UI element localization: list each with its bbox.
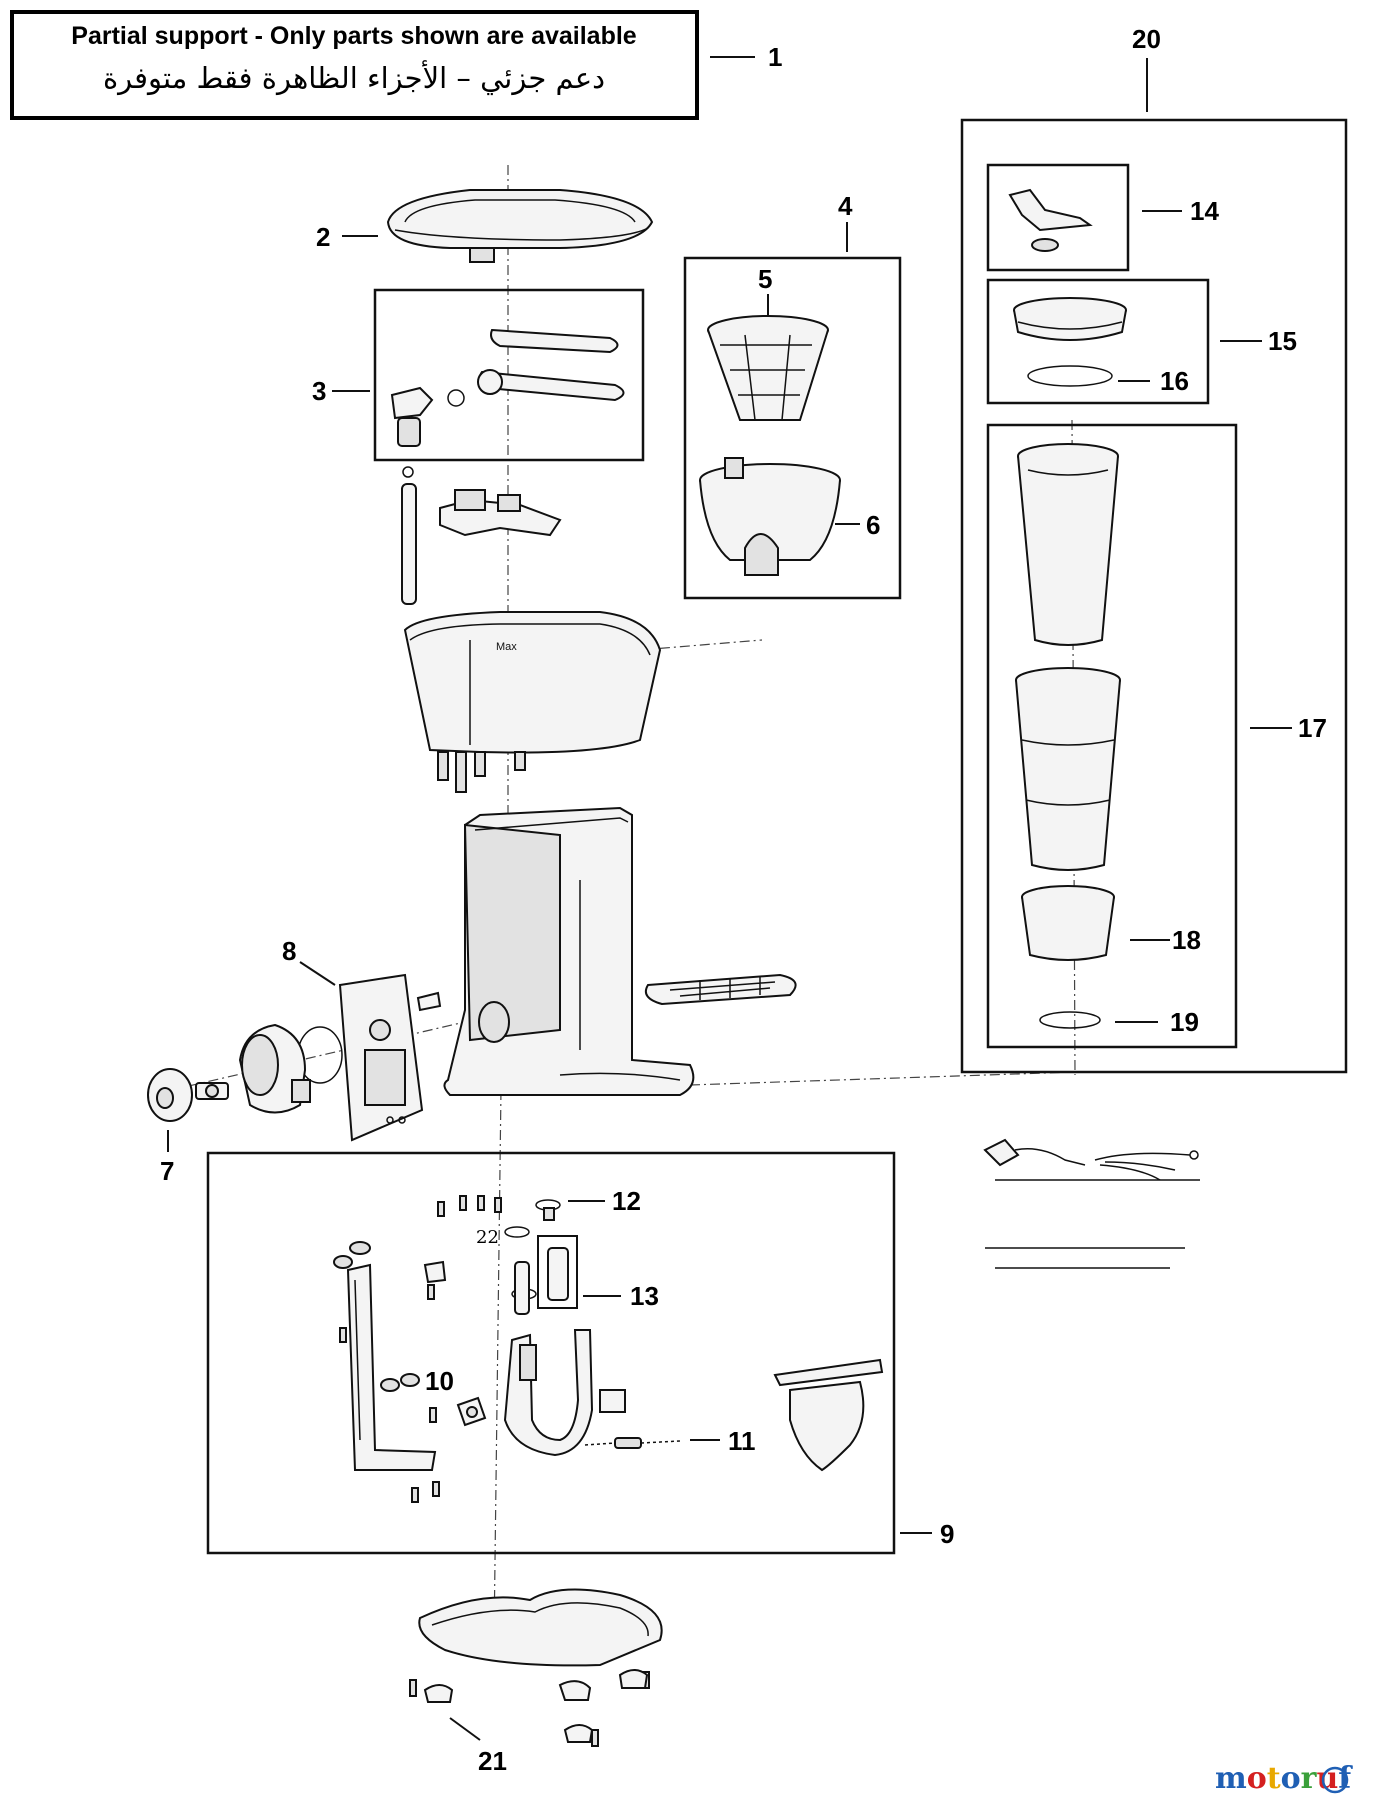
control-knob-part (147, 1068, 193, 1122)
lid-gasket-part (1027, 365, 1113, 387)
main-housing-part (443, 806, 695, 1096)
motoruf-logo: motoruf (1215, 1761, 1353, 1796)
label-16: 16 (1160, 366, 1189, 396)
water-reservoir-part: Max (403, 611, 662, 793)
label-14: 14 (1190, 196, 1219, 226)
box-part-4 (683, 256, 902, 600)
box-part-17 (986, 423, 1238, 1049)
lid-part (386, 189, 654, 263)
label-5: 5 (758, 264, 772, 294)
label-9: 9 (940, 1519, 954, 1549)
box-part-13 (537, 1235, 578, 1309)
flask-base-part (1021, 885, 1115, 961)
label-1: 1 (768, 42, 782, 72)
warming-plate-part (773, 1358, 884, 1472)
box-part-14 (986, 163, 1130, 272)
label-12: 12 (612, 1186, 641, 1216)
label-6: 6 (866, 510, 880, 540)
axis-back-panel (149, 1014, 496, 1096)
leader-8 (299, 961, 336, 986)
flask-lid-part (1013, 297, 1127, 341)
lid-latch-part (1008, 188, 1093, 252)
label-3: 3 (312, 376, 326, 406)
label-19: 19 (1170, 1007, 1199, 1037)
thermal-fuse-part (584, 1437, 681, 1449)
label-13: 13 (630, 1281, 659, 1311)
label-22: 22 (476, 1227, 499, 1248)
travel-flask-part (1017, 443, 1119, 646)
svg-text:motoruf: motoruf (1215, 1761, 1353, 1796)
clip-bracket-part (599, 1389, 626, 1413)
filter-basket-part (707, 315, 829, 421)
spray-arm-part (390, 328, 625, 447)
label-17: 17 (1298, 713, 1327, 743)
notice-arabic: دعم جزئي – الأجزاء الظاهرة فقط متوفرة (103, 59, 605, 96)
notice-english: Partial support - Only parts shown are a… (71, 22, 637, 50)
box-part-20 (960, 118, 1348, 1074)
center-axis-lower (493, 1009, 503, 1641)
flask-sleeve-part (1015, 667, 1121, 871)
label-15: 15 (1268, 326, 1297, 356)
box-part-3 (373, 288, 645, 462)
water-tube-part (401, 466, 417, 605)
drip-tray-part (644, 973, 797, 1006)
label-7: 7 (160, 1156, 174, 1186)
screws-group-part (339, 1195, 502, 1503)
rubber-feet-part (409, 1669, 650, 1747)
label-10: 10 (425, 1366, 454, 1396)
label-4: 4 (838, 191, 853, 221)
label-2: 2 (316, 222, 330, 252)
leader-21 (449, 1717, 481, 1741)
shaft-part (195, 1082, 229, 1100)
switch-panel-part (338, 973, 442, 1142)
box-part-15 (986, 278, 1210, 405)
label-21: 21 (478, 1746, 507, 1776)
box-part-9 (206, 1151, 896, 1555)
filter-holder-part (699, 457, 841, 576)
label-18: 18 (1172, 925, 1201, 955)
valve-bracket-part (439, 489, 562, 537)
label-20: 20 (1132, 24, 1161, 54)
thermostat-part (456, 1396, 487, 1427)
base-ring-part (1039, 1011, 1101, 1029)
heater-unit-part (238, 1023, 311, 1114)
label-11: 11 (728, 1426, 756, 1456)
thermostat-clip-part (423, 1260, 447, 1284)
axis-to-flask (689, 1071, 1076, 1086)
label-8: 8 (282, 936, 296, 966)
max-marking: Max (496, 641, 517, 653)
tube-sleeve-part (547, 1247, 569, 1301)
silicone-tube-part (514, 1261, 530, 1315)
availability-notice: Partial support - Only parts shown are a… (10, 10, 699, 120)
power-cord-part (983, 1138, 1200, 1269)
heating-element-part (503, 1329, 594, 1457)
base-plate-part (418, 1588, 663, 1667)
heating-bracket-part (333, 1241, 437, 1471)
